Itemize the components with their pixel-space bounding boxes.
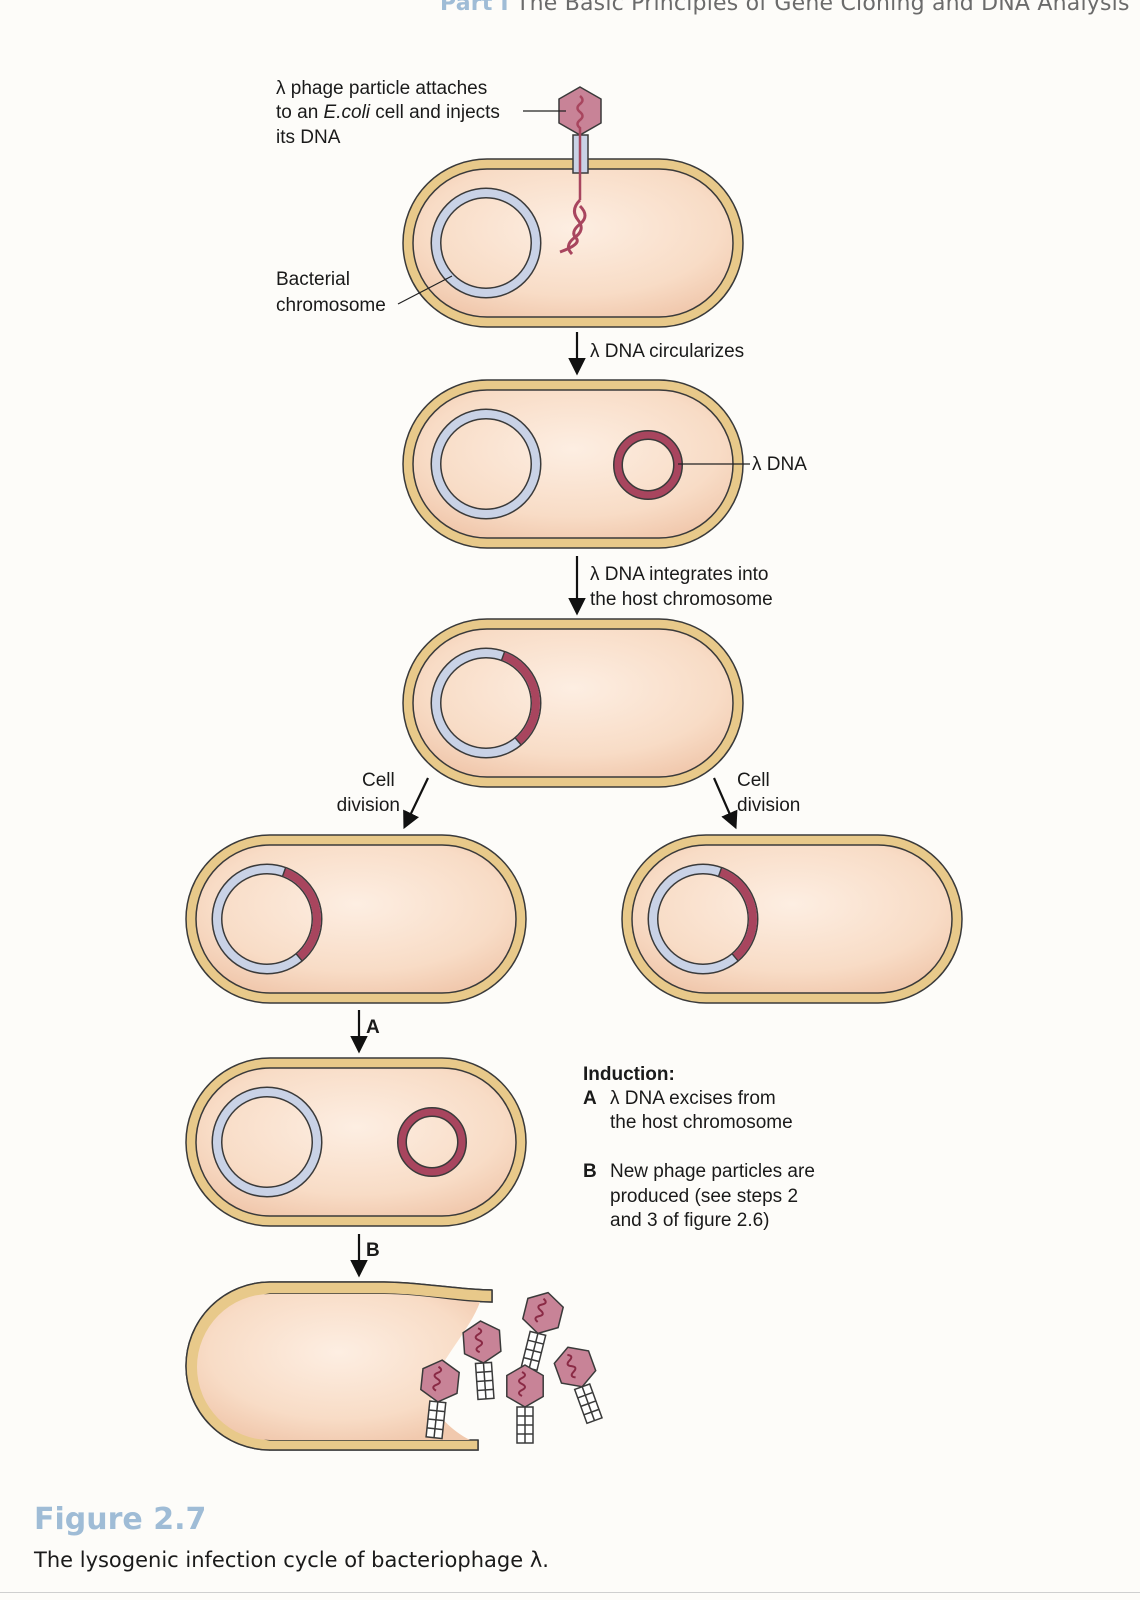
label-integrates: λ DNA integrates into the host chromosom… [590, 564, 774, 610]
label-step-a: A [366, 1017, 380, 1038]
cell-lysed [185, 1281, 493, 1451]
header-part: Part I [440, 0, 509, 16]
progeny-phage [461, 1318, 506, 1402]
cell-stage-1 [402, 158, 744, 328]
cell-daughter-left [185, 834, 527, 1004]
label-step-b: B [366, 1240, 380, 1261]
label-circularizes: λ DNA circularizes [590, 341, 744, 362]
label-division-right: Cell division [737, 770, 800, 816]
figure-number: Figure 2.7 [34, 1502, 207, 1537]
cell-stage-excised [185, 1057, 527, 1227]
header-title: The Basic Principles of Gene Cloning and… [516, 0, 1130, 16]
leader-chromosome [397, 275, 453, 305]
label-division-left: Cell division [337, 770, 400, 816]
induction-a-text: λ DNA excises from the host chromosome [610, 1088, 793, 1133]
arrow-division-left [403, 777, 429, 830]
induction-a-letter: A [583, 1088, 597, 1109]
progeny-phage [505, 1364, 545, 1444]
label-phage-attaches: λ phage particle attaches to an E.coli c… [276, 78, 505, 148]
induction-legend: Induction: A λ DNA excises from the host… [583, 1064, 820, 1231]
phage-particle-attaching [558, 86, 602, 200]
induction-b-text: New phage particles are produced (see st… [610, 1161, 820, 1231]
induction-b-letter: B [583, 1161, 597, 1182]
induction-heading: Induction: [583, 1064, 675, 1085]
figure-caption: The lysogenic infection cycle of bacteri… [34, 1548, 549, 1572]
running-header: Part I The Basic Principles of Gene Clon… [440, 0, 1130, 16]
label-bacterial-chromosome: Bacterial chromosome [276, 269, 386, 316]
page-rule [0, 1592, 1140, 1593]
cell-stage-3 [402, 618, 744, 788]
arrow-division-right [712, 777, 738, 830]
label-lambda-dna: λ DNA [752, 454, 807, 475]
cell-daughter-right [621, 834, 963, 1004]
progeny-phage [549, 1340, 613, 1428]
